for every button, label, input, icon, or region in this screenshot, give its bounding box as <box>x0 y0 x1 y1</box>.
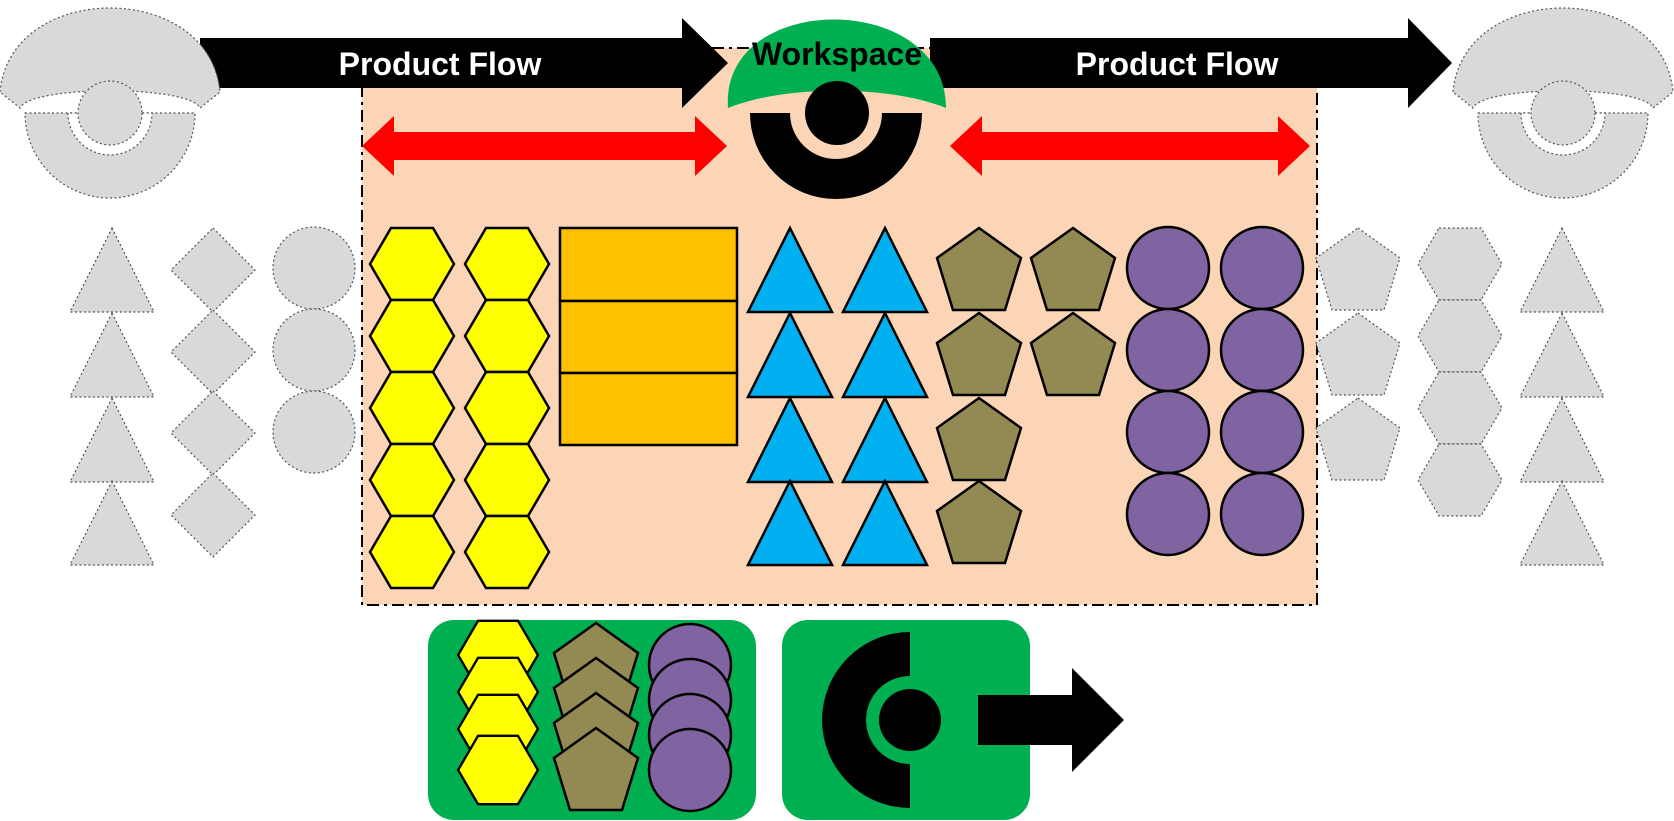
operator-upstream-icon <box>0 7 221 199</box>
kit-hexagons <box>456 619 540 806</box>
kit-circles <box>647 622 733 813</box>
kit-panel <box>428 619 756 820</box>
kit-pentagons <box>552 621 640 812</box>
workspace-parts-rectangles <box>558 226 739 447</box>
product-flow-arrow-left <box>200 18 728 108</box>
operator-downstream-icon <box>1452 7 1674 199</box>
kit-operator-panel <box>782 620 1124 820</box>
reach-arrow-left <box>362 116 727 176</box>
workspace-label: Workspace <box>752 36 922 72</box>
workspace-operator-icon: Workspace <box>727 19 946 199</box>
reach-arrow-right <box>950 116 1310 176</box>
product-flow-arrow-right <box>930 18 1452 108</box>
kit-operator-icon <box>822 632 954 808</box>
product-flow-label-right: Product Flow <box>1076 46 1279 82</box>
product-flow-label-left: Product Flow <box>339 46 542 82</box>
ghost-parts-upstream <box>69 226 356 566</box>
workspace-cap <box>727 19 946 108</box>
ghost-parts-downstream <box>1315 227 1605 566</box>
kit-exit-arrow-icon <box>978 668 1124 772</box>
